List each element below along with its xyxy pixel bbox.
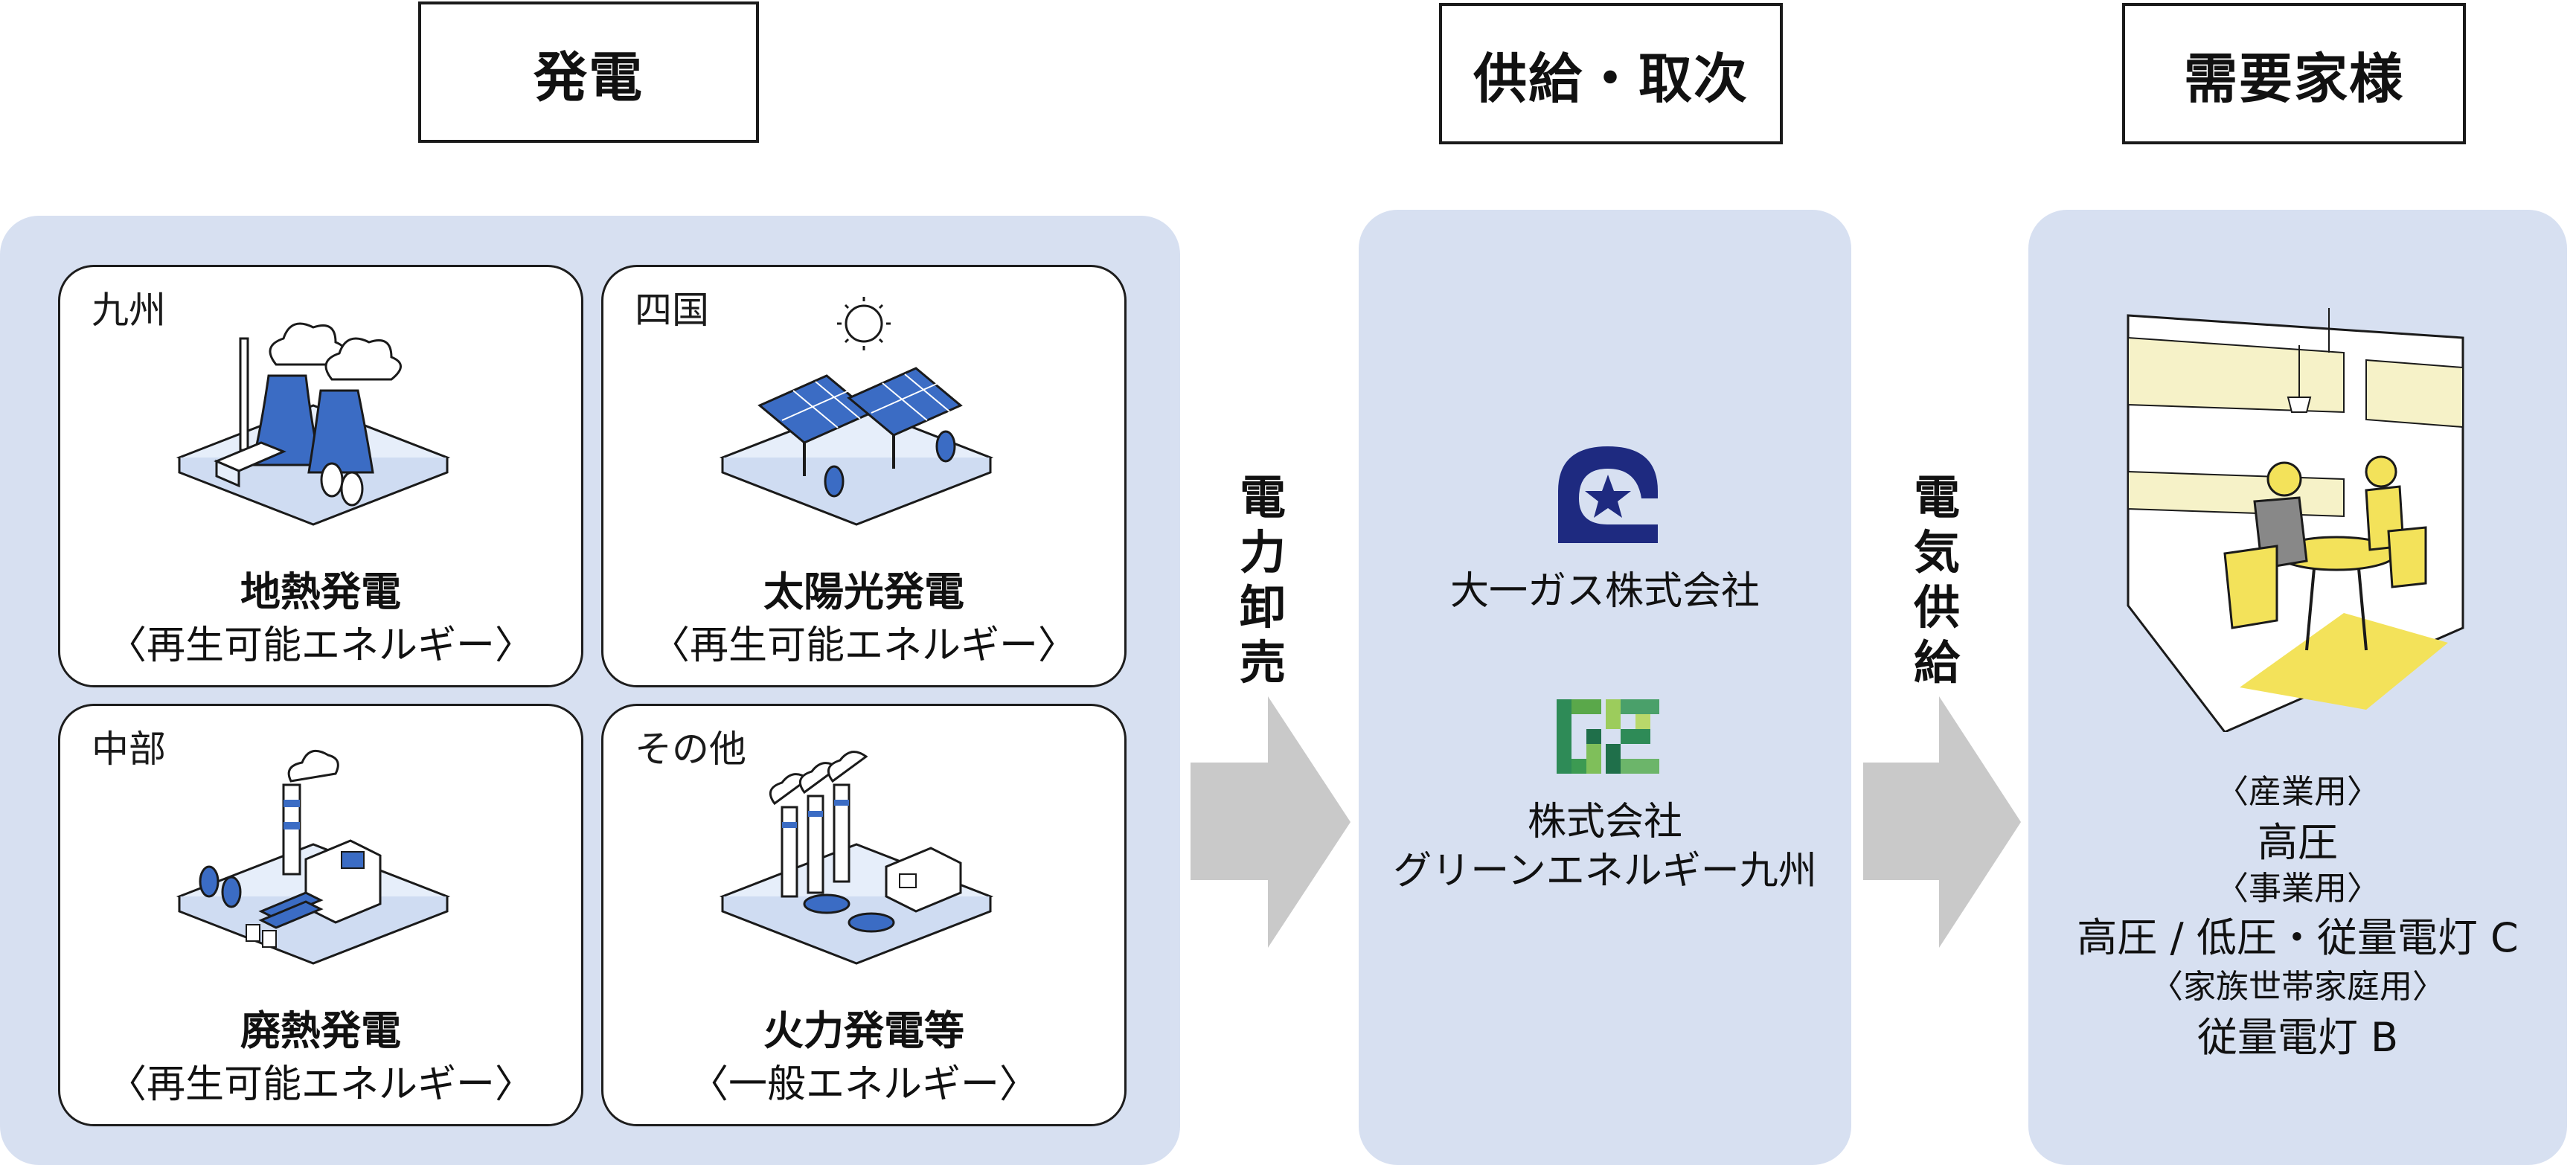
card-name: 廃熱発電 [240,1007,401,1054]
supplier-green-line2: グリーンエネルギー九州 [1393,849,1817,893]
card-solar: 四国 太陽光発電 〈再生可能エネルギー〉 [601,265,1127,687]
header-customer: 需要家様 [2122,3,2466,144]
customer-industrial-value: 高圧 [2258,819,2338,866]
region-label: 九州 [92,289,166,332]
region-label: 四国 [635,289,709,332]
flow-arrow-supply [1863,696,2021,948]
card-name: 地熱発電 [240,568,401,615]
card-name: 火力発電等 [763,1007,964,1054]
card-category: 〈再生可能エネルギー〉 [650,623,1077,668]
region-label: その他 [635,728,746,771]
geothermal-plant-icon [176,322,451,526]
customer-business-label: 〈事業用〉 [2216,870,2380,908]
customer-business-value: 高圧 / 低圧・従量電灯 C [2077,914,2519,961]
flow-arrow-wholesale [1191,696,1351,948]
flow-label-wholesale: 電 力 卸 売 [1239,470,1286,690]
card-thermal: その他 火力発電等 〈一般エネルギー〉 [601,704,1127,1126]
household-illustration [2127,308,2464,732]
solar-panel-icon [719,297,994,526]
region-label: 中部 [92,728,166,771]
generation-panel: 九州 地熱発電 〈再生可能エネルギー〉 四国 [0,216,1180,1165]
card-category: 〈再生可能エネルギー〉 [107,623,534,668]
header-supply: 供給・取次 [1439,3,1783,144]
customer-household-label: 〈家族世帯家庭用〉 [2150,968,2445,1006]
waste-heat-plant-icon [176,749,451,965]
header-generation: 発電 [418,1,759,143]
card-category: 〈再生可能エネルギー〉 [107,1062,534,1107]
customer-household-value: 従量電灯 B [2197,1014,2399,1061]
card-name: 太陽光発電 [763,568,964,615]
card-geothermal: 九州 地熱発電 〈再生可能エネルギー〉 [58,265,583,687]
customer-panel: 〈産業用〉 高圧 〈事業用〉 高圧 / 低圧・従量電灯 C 〈家族世帯家庭用〉 … [2028,210,2567,1165]
card-category: 〈一般エネルギー〉 [689,1062,1038,1107]
supplier-daiichi-gas: 大一ガス株式会社 [1449,569,1760,614]
customer-industrial-label: 〈産業用〉 [2216,773,2380,811]
supplier-green-line1: 株式会社 [1527,800,1682,844]
flow-label-supply: 電 気 供 給 [1913,470,1960,690]
card-waste-heat: 中部 廃熱発電 〈再生可能エネルギー〉 [58,704,583,1126]
daiichi-gas-logo [1558,446,1658,543]
supply-panel: 大一ガス株式会社 株式会社 グリーンエネルギー九州 [1359,210,1851,1165]
thermal-plant-icon [719,751,994,965]
green-energy-kyushu-logo [1557,699,1659,774]
